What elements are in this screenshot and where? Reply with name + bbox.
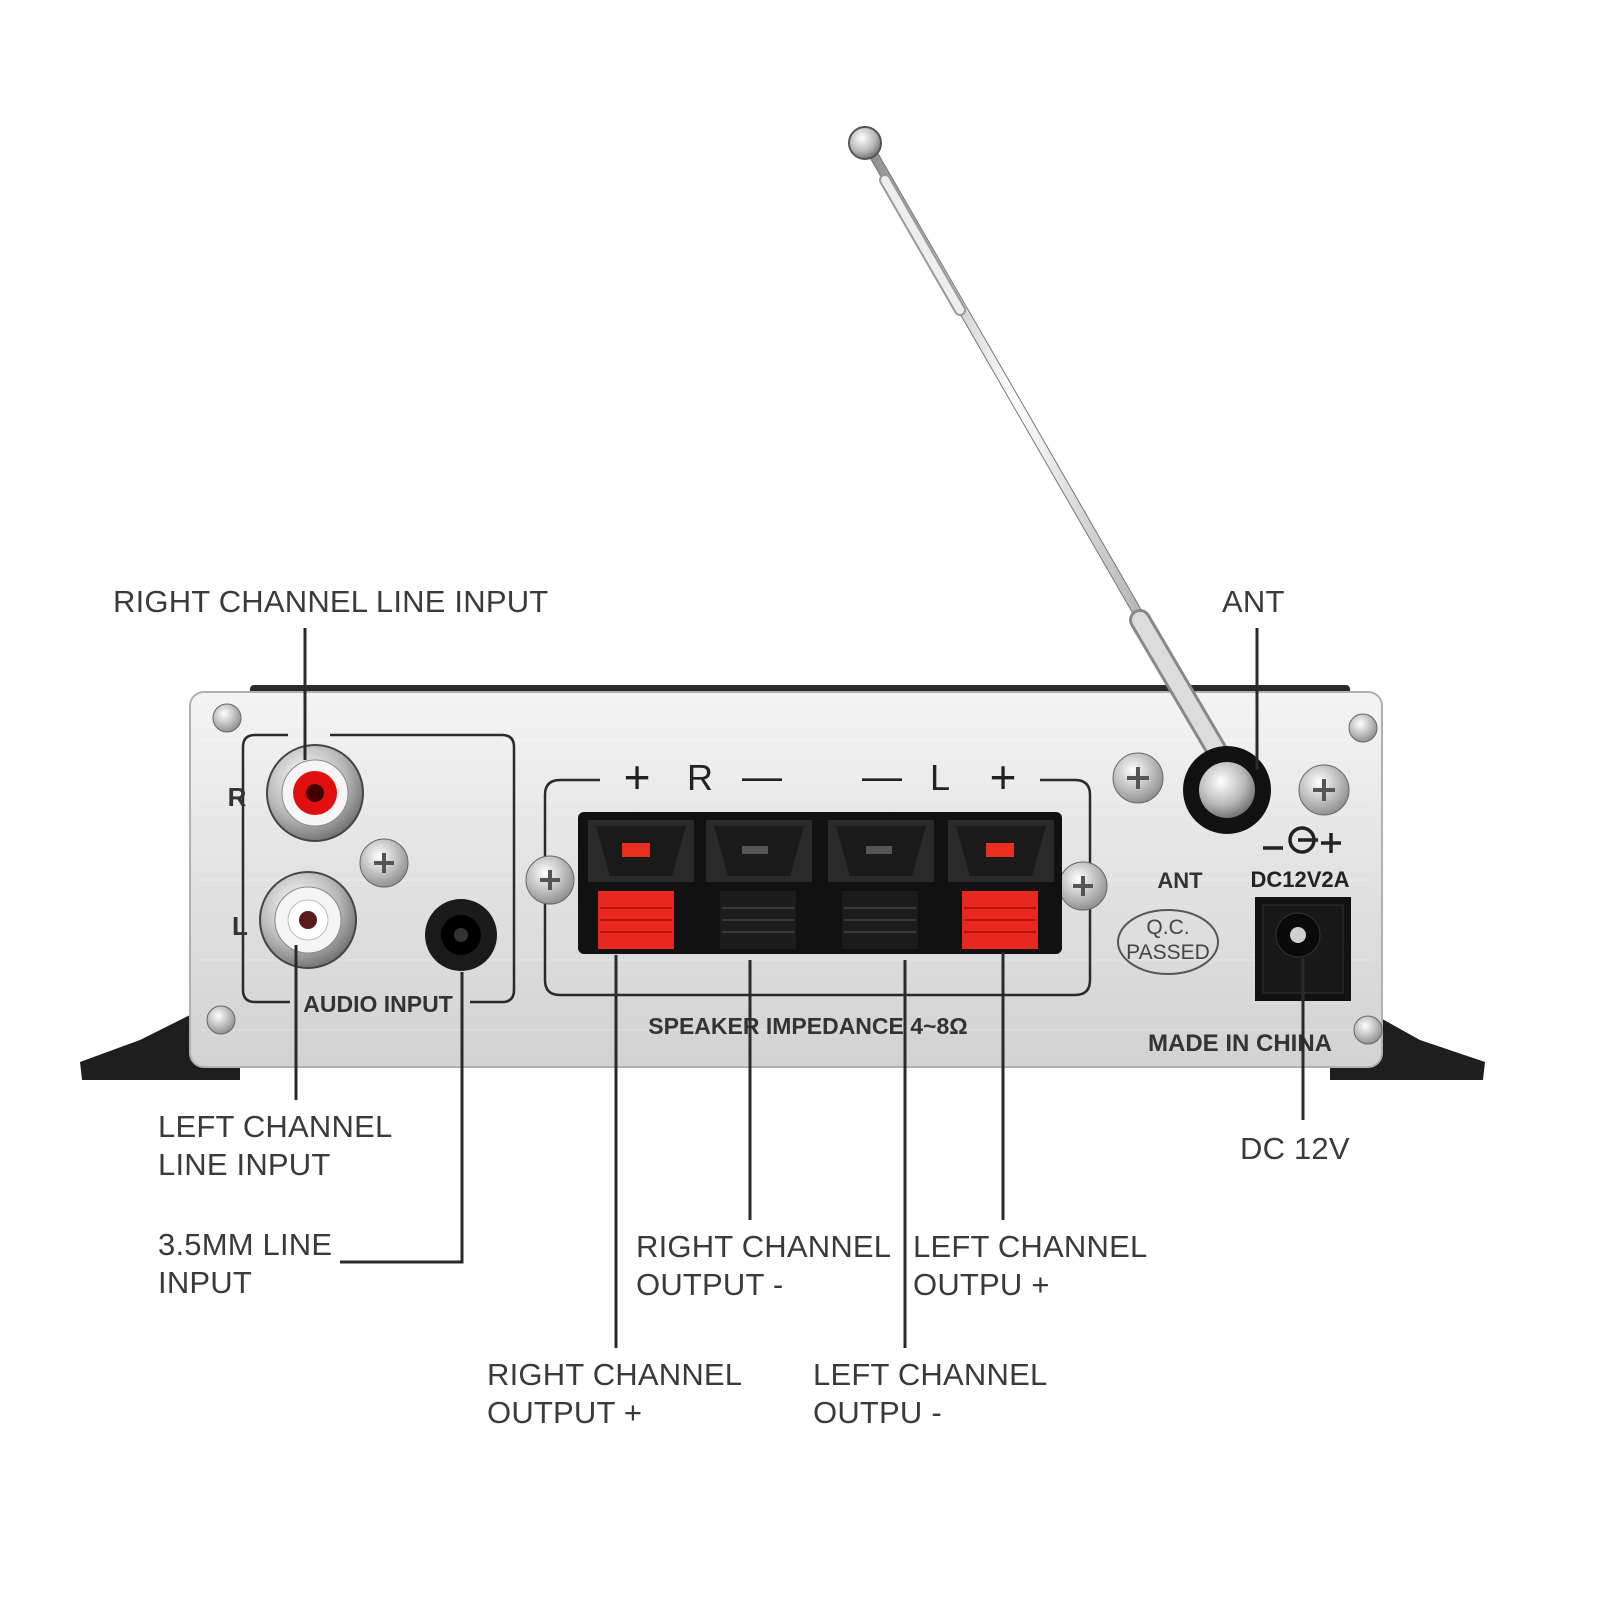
antenna-socket	[1183, 746, 1271, 834]
qc-line-1: Q.C.	[1146, 916, 1189, 939]
callout-left-channel-line-input: LEFT CHANNEL LINE INPUT	[158, 1109, 393, 1182]
speaker-plus-r: +	[624, 751, 651, 803]
audio-input-label: AUDIO INPUT	[303, 991, 453, 1017]
callout-3-5mm-line-input: 3.5MM LINE INPUT	[158, 1227, 333, 1300]
terminal-right-plus[interactable]	[588, 820, 694, 949]
terminal-screw-right	[1058, 861, 1108, 911]
audio-input-bracket	[241, 733, 516, 1004]
rca-jack-right[interactable]	[266, 744, 364, 842]
ant-panel-label: ANT	[1157, 868, 1203, 893]
qc-badge	[1117, 909, 1219, 975]
speaker-bracket	[543, 778, 1092, 997]
qc-line-2: PASSED	[1126, 941, 1210, 964]
speaker-minus-r: —	[742, 755, 782, 799]
callout-right-channel-line-input: RIGHT CHANNEL LINE INPUT	[113, 584, 549, 619]
callout-left-channel-output-minus: LEFT CHANNEL OUTPU -	[813, 1357, 1048, 1430]
dc-polarity-icon	[1263, 826, 1341, 854]
callout-dc-12v: DC 12V	[1240, 1131, 1350, 1166]
rca-jack-left[interactable]	[259, 871, 357, 969]
callout-ant: ANT	[1222, 584, 1285, 619]
ant-screw-left	[1112, 752, 1164, 804]
terminal-left-minus[interactable]	[828, 820, 934, 949]
speaker-minus-l: —	[862, 755, 902, 799]
jack-3-5mm[interactable]	[425, 899, 497, 971]
ant-screw-right	[1298, 764, 1350, 816]
made-in-label: MADE IN CHINA	[1148, 1030, 1332, 1057]
terminal-right-minus[interactable]	[706, 820, 812, 949]
speaker-impedance-label: SPEAKER IMPEDANCE 4~8Ω	[648, 1013, 967, 1039]
panel-screw	[359, 838, 409, 888]
speaker-r-mark: R	[687, 757, 713, 798]
callout-left-channel-output-plus: LEFT CHANNEL OUTPU +	[913, 1229, 1148, 1302]
callout-right-channel-output-minus: RIGHT CHANNEL OUTPUT -	[636, 1229, 892, 1302]
terminal-left-plus[interactable]	[948, 820, 1054, 949]
corner-screws	[206, 703, 1383, 1045]
speaker-l-mark: L	[930, 757, 950, 798]
speaker-plus-l: +	[990, 751, 1017, 803]
callout-right-channel-output-plus: RIGHT CHANNEL OUTPUT +	[487, 1357, 743, 1430]
dc-rating-label: DC12V2A	[1250, 867, 1349, 892]
leader-lines	[294, 628, 1305, 1348]
rca-l-mark: L	[232, 911, 248, 941]
terminal-screw-left	[525, 855, 575, 905]
speaker-terminal-block	[578, 812, 1062, 954]
rca-r-mark: R	[228, 782, 247, 812]
